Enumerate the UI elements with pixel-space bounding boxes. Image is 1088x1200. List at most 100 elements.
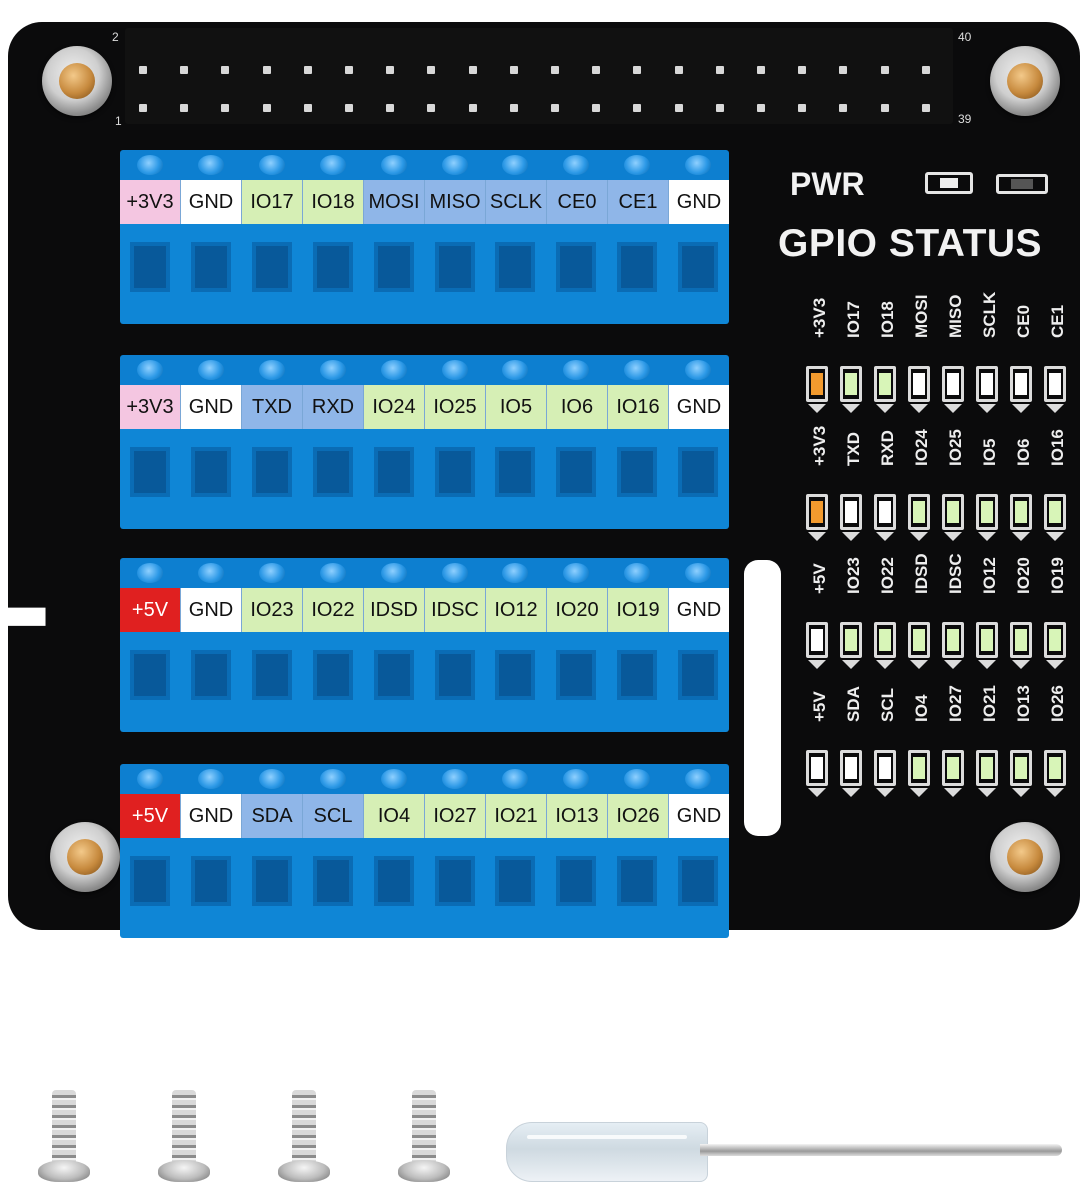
terminal-screw[interactable]: [624, 360, 651, 380]
wire-slot[interactable]: [678, 242, 719, 292]
led-indicator: [879, 373, 891, 395]
wire-slot[interactable]: [434, 242, 475, 292]
wire-slot[interactable]: [190, 650, 231, 700]
wire-slot[interactable]: [190, 242, 231, 292]
wire-slot[interactable]: [251, 856, 292, 906]
terminal-screw[interactable]: [258, 769, 285, 789]
terminal-screw[interactable]: [502, 155, 529, 175]
terminal-screw[interactable]: [380, 360, 407, 380]
wire-slot[interactable]: [130, 447, 170, 497]
terminal-screw[interactable]: [380, 155, 407, 175]
header-pin: [139, 66, 147, 74]
wire-slot[interactable]: [130, 856, 170, 906]
wire-slot[interactable]: [556, 242, 597, 292]
terminal-screw[interactable]: [502, 563, 529, 583]
terminal-screw[interactable]: [624, 563, 651, 583]
terminal-screw[interactable]: [258, 563, 285, 583]
led-label: CE0: [1010, 302, 1038, 358]
terminal-screw[interactable]: [137, 769, 163, 789]
status-led: [908, 366, 930, 402]
terminal-screw[interactable]: [563, 155, 590, 175]
wire-slot[interactable]: [495, 447, 536, 497]
wire-slot[interactable]: [434, 856, 475, 906]
terminal-screw[interactable]: [137, 360, 163, 380]
led-arrow-icon: [876, 404, 894, 413]
terminal-screw[interactable]: [319, 769, 346, 789]
terminal-screw[interactable]: [502, 360, 529, 380]
wire-slot[interactable]: [617, 650, 658, 700]
wire-slot[interactable]: [617, 856, 658, 906]
wire-slot[interactable]: [495, 242, 536, 292]
led-indicator: [1049, 501, 1061, 523]
led-arrow-icon: [876, 788, 894, 797]
terminal-screw[interactable]: [563, 769, 590, 789]
terminal-screw[interactable]: [137, 155, 163, 175]
terminal-screw[interactable]: [319, 155, 346, 175]
wire-slot[interactable]: [190, 856, 231, 906]
terminal-screw[interactable]: [197, 769, 224, 789]
terminal-screw[interactable]: [563, 360, 590, 380]
terminal-screw[interactable]: [685, 769, 712, 789]
led-label: IO4: [908, 686, 936, 742]
status-led: [908, 750, 930, 786]
terminal-screw[interactable]: [319, 563, 346, 583]
terminal-screw[interactable]: [319, 360, 346, 380]
terminal-screw[interactable]: [624, 155, 651, 175]
wire-slot[interactable]: [373, 242, 414, 292]
terminal-screw[interactable]: [258, 360, 285, 380]
wire-slot[interactable]: [373, 856, 414, 906]
terminal-screw[interactable]: [137, 563, 163, 583]
wire-slot[interactable]: [312, 447, 353, 497]
terminal-label: MISO: [425, 180, 486, 224]
terminal-screw[interactable]: [197, 563, 224, 583]
wire-slot[interactable]: [190, 447, 231, 497]
led-arrow-icon: [1012, 660, 1030, 669]
wire-slot[interactable]: [678, 650, 719, 700]
terminal-screw[interactable]: [441, 769, 468, 789]
wire-slot[interactable]: [251, 650, 292, 700]
wire-slot[interactable]: [434, 447, 475, 497]
terminal-screw[interactable]: [380, 769, 407, 789]
wire-slot[interactable]: [678, 447, 719, 497]
wire-slot[interactable]: [556, 447, 597, 497]
wire-slot[interactable]: [678, 856, 719, 906]
wire-slot[interactable]: [373, 650, 414, 700]
terminal-screw[interactable]: [197, 155, 224, 175]
terminal-screw[interactable]: [441, 360, 468, 380]
wire-slot[interactable]: [373, 447, 414, 497]
wire-slot[interactable]: [130, 242, 170, 292]
terminal-screw[interactable]: [258, 155, 285, 175]
header-pin: [509, 66, 518, 74]
terminal-screw-strip: [120, 764, 729, 794]
wire-slot[interactable]: [251, 242, 292, 292]
wire-slot[interactable]: [556, 650, 597, 700]
terminal-screw[interactable]: [685, 563, 712, 583]
wire-slot[interactable]: [556, 856, 597, 906]
terminal-screw[interactable]: [624, 769, 651, 789]
terminal-screw[interactable]: [197, 360, 224, 380]
terminal-label: GND: [181, 385, 242, 429]
wire-slot[interactable]: [312, 856, 353, 906]
wire-slot[interactable]: [312, 650, 353, 700]
terminal-screw[interactable]: [441, 563, 468, 583]
wire-slot[interactable]: [617, 242, 658, 292]
wire-slot[interactable]: [617, 447, 658, 497]
wire-slot[interactable]: [495, 650, 536, 700]
wire-slot[interactable]: [434, 650, 475, 700]
header-pin: [592, 66, 601, 74]
terminal-screw[interactable]: [380, 563, 407, 583]
wire-slot[interactable]: [251, 447, 292, 497]
wire-slot[interactable]: [495, 856, 536, 906]
terminal-screw[interactable]: [441, 155, 468, 175]
terminal-screw[interactable]: [563, 563, 590, 583]
led-arrow-icon: [944, 788, 962, 797]
terminal-screw[interactable]: [685, 155, 712, 175]
wire-slot[interactable]: [130, 650, 170, 700]
terminal-screw[interactable]: [685, 360, 712, 380]
wire-slot[interactable]: [312, 242, 353, 292]
header-pin: [921, 66, 930, 74]
terminal-screw[interactable]: [502, 769, 529, 789]
led-indicator: [845, 629, 857, 651]
led-label-text: IO21: [980, 685, 999, 722]
led-indicator: [981, 757, 993, 779]
